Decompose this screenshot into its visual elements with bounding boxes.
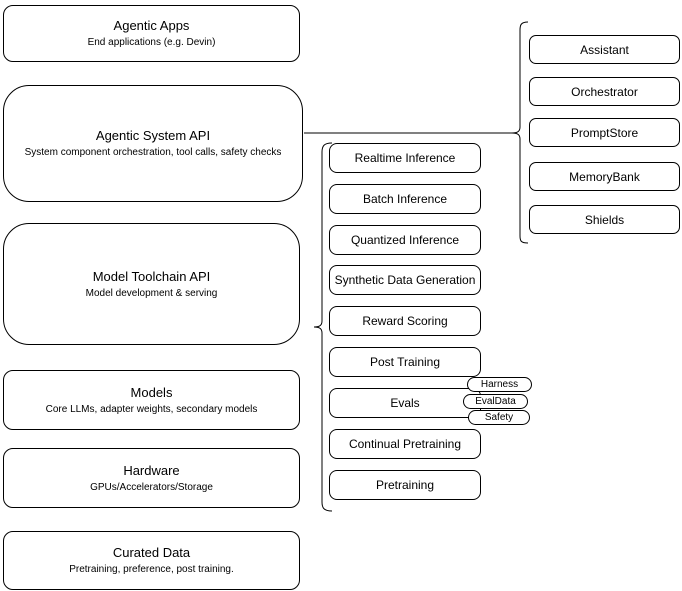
eval-tag-evaldata: EvalData bbox=[463, 394, 528, 409]
box-title: Model Toolchain API bbox=[92, 268, 211, 284]
box-subtitle: GPUs/Accelerators/Storage bbox=[90, 481, 213, 493]
toolchain-item-synthetic-data-generation: Synthetic Data Generation bbox=[329, 265, 481, 295]
box-title: Hardware bbox=[123, 462, 180, 478]
toolchain-item-continual-pretraining: Continual Pretraining bbox=[329, 429, 481, 459]
system-component-assistant: Assistant bbox=[529, 35, 680, 64]
system-component-shields: Shields bbox=[529, 205, 680, 234]
toolchain-item-post-training: Post Training bbox=[329, 347, 481, 377]
eval-tag-harness: Harness bbox=[467, 377, 532, 392]
box-subtitle: Model development & serving bbox=[85, 287, 218, 299]
toolchain-item-realtime-inference: Realtime Inference bbox=[329, 143, 481, 173]
box-models: Models Core LLMs, adapter weights, secon… bbox=[3, 370, 300, 430]
system-component-orchestrator: Orchestrator bbox=[529, 77, 680, 106]
box-agentic-system-api: Agentic System API System component orch… bbox=[3, 85, 303, 202]
system-component-memorybank: MemoryBank bbox=[529, 162, 680, 191]
eval-tag-safety: Safety bbox=[468, 410, 530, 425]
box-curated-data: Curated Data Pretraining, preference, po… bbox=[3, 531, 300, 590]
system-component-promptstore: PromptStore bbox=[529, 118, 680, 147]
toolchain-item-batch-inference: Batch Inference bbox=[329, 184, 481, 214]
toolchain-item-pretraining: Pretraining bbox=[329, 470, 481, 500]
box-title: Models bbox=[130, 384, 173, 400]
box-title: Agentic Apps bbox=[113, 18, 190, 33]
box-subtitle: System component orchestration, tool cal… bbox=[24, 147, 282, 158]
toolchain-item-evals: Evals bbox=[329, 388, 481, 418]
box-model-toolchain-api: Model Toolchain API Model development & … bbox=[3, 223, 300, 345]
box-agentic-apps: Agentic Apps End applications (e.g. Devi… bbox=[3, 5, 300, 62]
toolchain-item-quantized-inference: Quantized Inference bbox=[329, 225, 481, 255]
toolchain-item-reward-scoring: Reward Scoring bbox=[329, 306, 481, 336]
box-title: Agentic System API bbox=[95, 128, 211, 143]
box-title: Curated Data bbox=[112, 545, 191, 560]
bracket-system-components bbox=[511, 21, 529, 244]
box-subtitle: Core LLMs, adapter weights, secondary mo… bbox=[45, 403, 258, 415]
box-subtitle: End applications (e.g. Devin) bbox=[87, 37, 216, 48]
box-hardware: Hardware GPUs/Accelerators/Storage bbox=[3, 448, 300, 508]
box-subtitle: Pretraining, preference, post training. bbox=[69, 564, 234, 575]
